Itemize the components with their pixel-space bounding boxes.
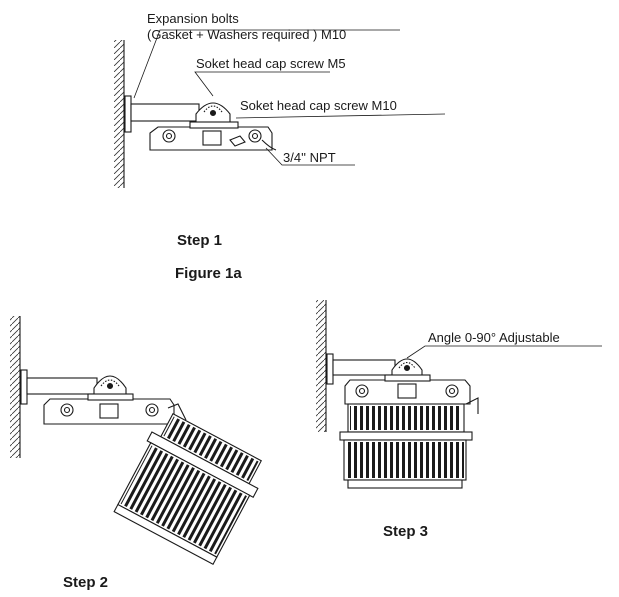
label-angle: Angle 0-90° Adjustable [428,330,560,345]
step2-assembly [10,316,262,565]
mounting-ear [162,129,176,143]
mounting-ear [445,384,459,398]
leader-screw-m5 [194,71,330,97]
label-expansion-bolts-line2: (Gasket + Washers required ) M10 [147,27,347,42]
wall [114,40,124,188]
mounting-ear [248,129,262,143]
step1-assembly [114,29,446,188]
wall [10,316,20,458]
mounting-ear [60,403,74,417]
step3-title: Step 3 [383,523,429,540]
mounting-ear [355,384,369,398]
label-screw-m5: Soket head cap screw M5 [196,56,346,71]
step2-title: Step 2 [63,574,109,591]
leader-npt [265,147,355,166]
leader-expansion-bolts [133,29,400,99]
mounting-arm [26,377,98,395]
leader-angle [406,345,602,359]
wall [316,300,326,432]
mounting-arm [130,103,200,122]
mounting-arm [332,359,396,376]
wall-plate [124,95,132,133]
label-screw-m10: Soket head cap screw M10 [240,98,397,113]
mounting-ear [145,403,159,417]
step1-title: Step 1 [177,232,223,249]
step3-assembly [316,300,602,489]
leader-screw-m10 [235,113,446,119]
figure-caption: Figure 1a [175,265,242,282]
label-expansion-bolts-line1: Expansion bolts [147,11,239,26]
label-npt: 3/4'' NPT [283,150,336,165]
lamp-head-tilting [113,413,262,565]
